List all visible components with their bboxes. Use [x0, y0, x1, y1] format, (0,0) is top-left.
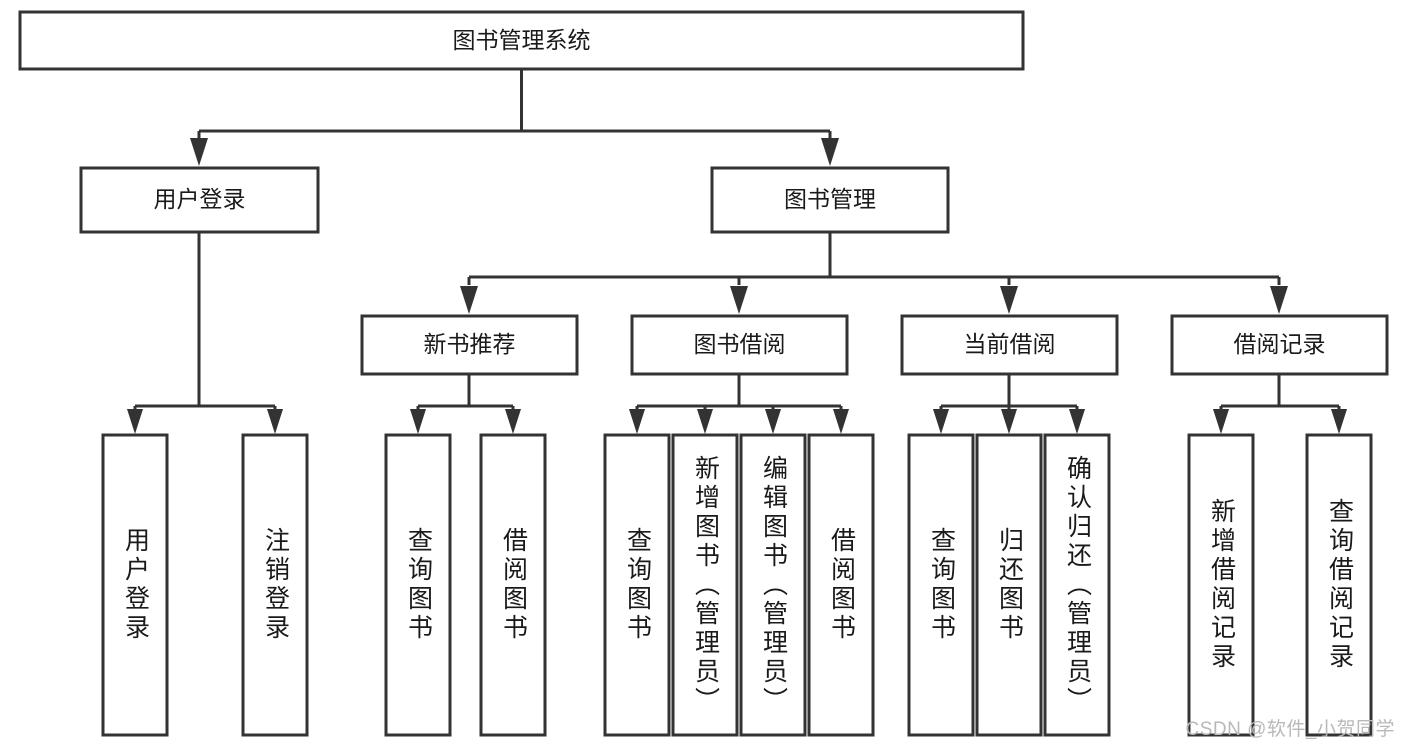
connector-group-book-manage [460, 232, 1288, 314]
arrow-head-book-borrow-leaf-3 [765, 409, 781, 434]
leaf-box-current-borrow-1[interactable] [907, 433, 975, 737]
arrow-head-user-login [190, 138, 208, 166]
connector-group-book-borrow [629, 374, 849, 434]
leaf-box-new-book-2[interactable] [479, 433, 547, 737]
leaf-box-book-borrow-2[interactable] [671, 433, 739, 737]
arrow-head-current-borrow [1000, 286, 1018, 314]
arrow-head-book-borrow-leaf-2 [697, 409, 713, 434]
node-user-login-box[interactable] [79, 166, 320, 234]
node-root-box[interactable] [18, 10, 1025, 71]
connector-group-new-book [410, 374, 521, 434]
node-borrow-record-box[interactable] [1170, 314, 1389, 376]
arrow-head-book-borrow-leaf-4 [833, 409, 849, 434]
leaf-box-book-borrow-3[interactable] [739, 433, 807, 737]
leaf-box-user-login-2[interactable] [241, 433, 309, 737]
node-new-book-box[interactable] [360, 314, 579, 376]
arrow-head-user-login-leaf-2 [267, 409, 283, 434]
connector-group-current-borrow [933, 374, 1085, 434]
leaf-box-user-login-1[interactable] [101, 433, 169, 737]
arrow-head-current-borrow-leaf-2 [1001, 409, 1017, 434]
arrow-head-book-borrow [730, 286, 748, 314]
arrow-head-user-login-leaf-1 [127, 409, 143, 434]
connector-group-root [190, 70, 839, 166]
leaf-box-book-borrow-4[interactable] [807, 433, 875, 737]
connector-group-borrow-record [1213, 374, 1347, 434]
leaf-box-borrow-record-2[interactable] [1305, 433, 1373, 737]
arrow-head-current-borrow-leaf-3 [1069, 409, 1085, 434]
leaf-box-current-borrow-3[interactable] [1043, 433, 1111, 737]
arrow-head-new-book [460, 286, 478, 314]
node-current-borrow-box[interactable] [900, 314, 1119, 376]
leaf-box-new-book-1[interactable] [384, 433, 452, 737]
arrow-head-borrow-record [1270, 286, 1288, 314]
watermark-text: CSDN @软件_小贺同学 [1185, 719, 1395, 740]
node-borrow-record-label: 借阅记录 [1234, 331, 1326, 357]
node-current-borrow-label: 当前借阅 [964, 331, 1056, 357]
arrow-head-borrow-record-leaf-1 [1213, 409, 1229, 434]
node-book-manage-label: 图书管理 [784, 186, 876, 212]
node-root-label: 图书管理系统 [453, 27, 591, 53]
node-book-borrow-label: 图书借阅 [694, 331, 786, 357]
leaf-box-book-borrow-1[interactable] [603, 433, 671, 737]
connector-group-user-login [127, 232, 283, 434]
arrow-head-new-book-leaf-2 [505, 409, 521, 434]
node-book-manage-box[interactable] [710, 166, 950, 234]
leaf-box-borrow-record-1[interactable] [1187, 433, 1255, 737]
arrow-head-borrow-record-leaf-2 [1331, 409, 1347, 434]
arrow-head-book-manage [821, 138, 839, 166]
node-user-login-label: 用户登录 [154, 186, 246, 212]
node-book-borrow-box[interactable] [630, 314, 849, 376]
arrow-head-new-book-leaf-1 [410, 409, 426, 434]
leaf-box-current-borrow-2[interactable] [975, 433, 1043, 737]
node-new-book-label: 新书推荐 [424, 331, 516, 357]
arrow-head-book-borrow-leaf-1 [629, 409, 645, 434]
arrow-head-current-borrow-leaf-1 [933, 409, 949, 434]
